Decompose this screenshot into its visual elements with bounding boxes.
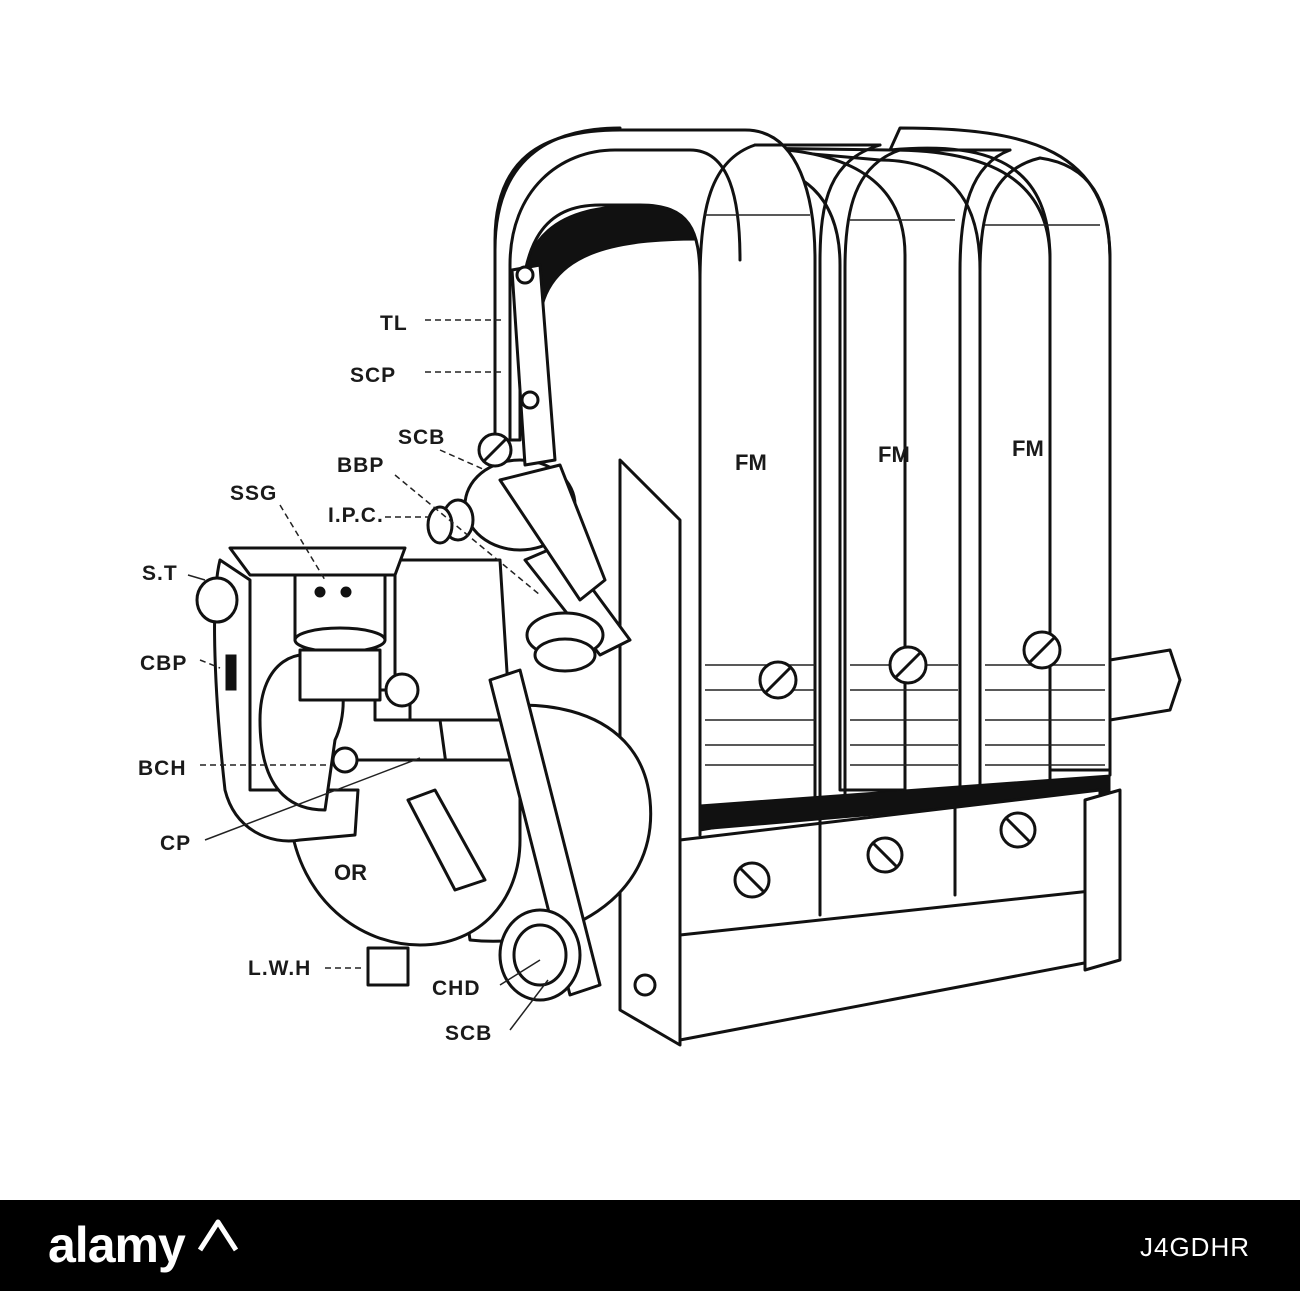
label-fm-3: FM xyxy=(1012,436,1044,461)
part-labels: TL SCP SCB BBP SSG I.P.C. S.T CBP BCH CP… xyxy=(138,312,1044,1045)
magnet-screws xyxy=(758,630,1062,700)
field-magnets xyxy=(493,126,1112,837)
magneto-diagram: TL SCP SCB BBP SSG I.P.C. S.T CBP BCH CP… xyxy=(138,126,1182,1047)
contact-breaker xyxy=(195,263,632,1002)
label-ssg: SSG xyxy=(230,482,277,505)
label-cp: CP xyxy=(160,832,191,855)
label-fm-1: FM xyxy=(735,450,767,475)
label-scp: SCP xyxy=(350,364,396,387)
label-or: OR xyxy=(334,860,367,885)
stock-footer-bar: alamy J4GDHR xyxy=(0,1200,1300,1291)
image-id: J4GDHR xyxy=(1139,1232,1250,1262)
base-block xyxy=(678,648,1182,1042)
label-bch: BCH xyxy=(138,757,187,780)
label-fm-2: FM xyxy=(878,442,910,467)
label-scb-bottom: SCB xyxy=(445,1022,492,1045)
label-scb-top: SCB xyxy=(398,426,445,449)
label-bbp: BBP xyxy=(337,454,384,477)
label-ipc: I.P.C. xyxy=(328,504,384,527)
leader-lines xyxy=(187,319,549,1031)
label-tl: TL xyxy=(380,312,408,335)
alamy-logo-mark-icon xyxy=(197,1219,239,1252)
label-chd: CHD xyxy=(432,977,481,1000)
label-st: S.T xyxy=(142,562,178,585)
alamy-logo: alamy xyxy=(48,1217,186,1273)
label-cbp: CBP xyxy=(140,652,187,675)
label-lwh: L.W.H xyxy=(248,957,311,980)
